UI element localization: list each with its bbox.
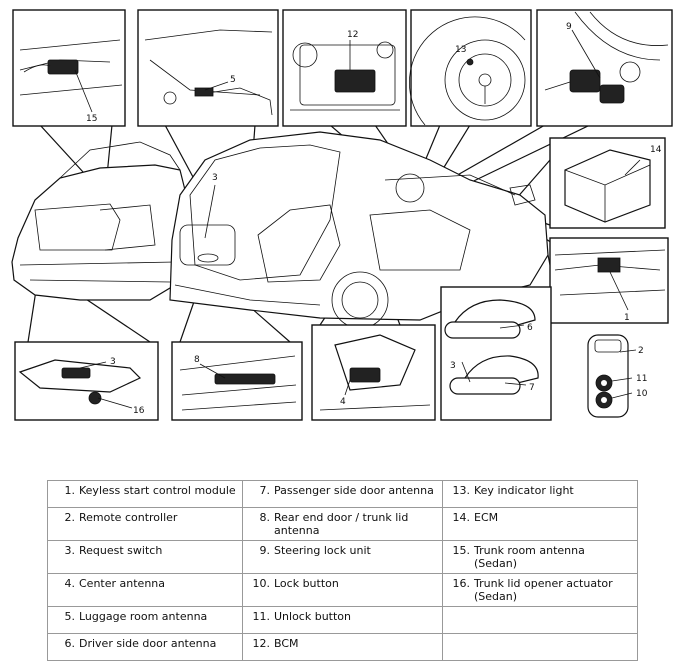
legend-cell: 5.Luggage room antenna — [47, 606, 243, 634]
callout-3-vehicle: 3 — [212, 173, 218, 183]
legend-cell: 16.Trunk lid opener actuator (Sedan) — [442, 573, 638, 607]
callout-1: 1 — [624, 313, 630, 323]
legend-item-label: Steering lock unit — [274, 544, 371, 557]
legend-item-number: 8. — [259, 511, 271, 524]
legend-cell: 6.Driver side door antenna — [47, 633, 243, 661]
legend-item-label: ECM — [474, 511, 499, 524]
callout-3a: 3 — [110, 357, 116, 367]
legend-item-label: Passenger side door antenna — [274, 484, 434, 497]
legend-cell: 14.ECM — [442, 507, 638, 541]
callout-4: 4 — [340, 397, 346, 407]
legend-cell — [442, 606, 638, 634]
legend-cell: 2.Remote controller — [47, 507, 243, 541]
legend-cell: 3.Request switch — [47, 540, 243, 574]
legend-item-label: Driver side door antenna — [79, 637, 217, 650]
legend-cell: 4.Center antenna — [47, 573, 243, 607]
legend-cell — [442, 633, 638, 661]
legend-item-number: 15. — [452, 544, 471, 557]
legend-cell: 13.Key indicator light — [442, 480, 638, 508]
callout-7: 7 — [529, 383, 535, 393]
legend-cell: 15.Trunk room antenna (Sedan) — [442, 540, 638, 574]
callout-3b: 3 — [450, 361, 456, 371]
legend-item-label: Luggage room antenna — [79, 610, 208, 623]
legend-item-label: Lock button — [274, 577, 339, 590]
remote-controller: 2 11 10 — [587, 334, 648, 418]
legend-item-number: 13. — [452, 484, 471, 497]
legend-cell: 7.Passenger side door antenna — [242, 480, 443, 508]
detail-steering-lock-unit: 9 — [536, 9, 673, 127]
legend-item-number: 14. — [452, 511, 471, 524]
legend-item-label: Rear end door / trunk lid antenna — [274, 511, 409, 537]
legend-item-label: Center antenna — [79, 577, 165, 590]
legend-item-number: 10. — [252, 577, 271, 590]
detail-key-indicator-light: 13 — [408, 9, 532, 127]
legend-item-number: 7. — [259, 484, 271, 497]
legend-item-number: 12. — [252, 637, 271, 650]
legend-item-number: 9. — [259, 544, 271, 557]
callout-6: 6 — [527, 323, 533, 333]
legend-item-number: 5. — [64, 610, 76, 623]
legend-cell: 10.Lock button — [242, 573, 443, 607]
legend-cell: 1.Keyless start control module — [47, 480, 243, 508]
legend-item-number: 2. — [64, 511, 76, 524]
callout-5: 5 — [230, 75, 236, 85]
callout-10: 10 — [636, 389, 648, 399]
detail-ecm: 14 — [549, 137, 666, 229]
legend-item-number: 1. — [64, 484, 76, 497]
legend-item-label: Unlock button — [274, 610, 352, 623]
legend-item-label: Key indicator light — [474, 484, 574, 497]
callout-2: 2 — [638, 346, 644, 356]
legend-item-label: Keyless start control module — [79, 484, 236, 497]
detail-luggage-room-antenna: 5 — [137, 9, 279, 127]
legend-item-number: 3. — [64, 544, 76, 557]
callout-14: 14 — [650, 145, 662, 155]
detail-center-antenna: 4 — [311, 324, 436, 421]
callout-8: 8 — [194, 355, 200, 365]
legend-item-label: Trunk room antenna (Sedan) — [474, 544, 585, 570]
detail-keyless-start-module: 1 — [549, 237, 669, 324]
legend-cell: 8.Rear end door / trunk lid antenna — [242, 507, 443, 541]
detail-door-antennas: 6 7 3 — [440, 286, 552, 421]
legend-item-number: 6. — [64, 637, 76, 650]
callout-15: 15 — [86, 114, 97, 124]
legend-cell: 12.BCM — [242, 633, 443, 661]
callout-9: 9 — [566, 22, 572, 32]
legend-item-label: Remote controller — [79, 511, 178, 524]
callout-11: 11 — [636, 374, 647, 384]
detail-rear-end-door-antenna: 8 — [171, 341, 303, 421]
legend-cell: 9.Steering lock unit — [242, 540, 443, 574]
callout-16: 16 — [133, 406, 145, 416]
legend-cell: 11.Unlock button — [242, 606, 443, 634]
legend-item-label: Trunk lid opener actuator (Sedan) — [474, 577, 613, 603]
legend-item-number: 11. — [252, 610, 271, 623]
legend-item-number: 4. — [64, 577, 76, 590]
callout-12: 12 — [347, 30, 358, 40]
legend-item-label: BCM — [274, 637, 299, 650]
legend-item-label: Request switch — [79, 544, 163, 557]
detail-bcm: 12 — [282, 9, 407, 127]
sedan-vehicle — [11, 141, 186, 301]
detail-trunk-room-antenna: 15 — [12, 9, 126, 127]
detail-request-switch-sedan: 3 16 — [14, 341, 159, 421]
callout-3-vehicle-leader — [204, 184, 216, 239]
component-location-diagram: 15 5 12 13 — [11, 9, 673, 421]
callout-13: 13 — [455, 45, 466, 55]
legend-item-number: 16. — [452, 577, 471, 590]
